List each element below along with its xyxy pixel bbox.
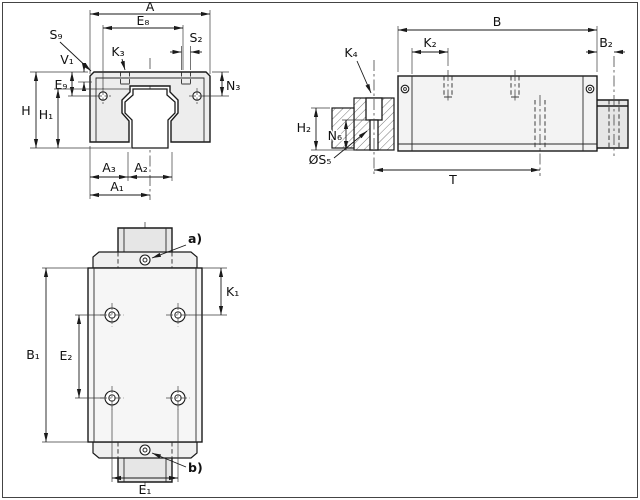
lube-port-left [400,84,410,94]
rail-plan-top [118,228,172,252]
dim-label-k1: K₁ [226,284,239,299]
dim-label-b2: B₂ [599,35,613,50]
dim-label-n6: N₆ [328,128,342,143]
dim-label-k2: K₂ [423,35,436,50]
dim-label-a: A [146,0,155,14]
grease-nipple-top [139,254,151,266]
front-view: A E₈ S₉ K₃ S₂ V₁ E₉ H H₁ [21,0,240,200]
dim-label-a3: A₃ [102,160,116,175]
seal-plate-contour [95,77,205,142]
callout-a: a) [188,231,202,246]
carriage-plan-body [87,267,203,443]
rail-profile [124,88,176,149]
dim-label-os5: ØS₅ [309,152,332,167]
dim-label-t: T [448,172,457,187]
dim-label-h1: H₁ [39,107,53,122]
dim-label-a2: A₂ [134,160,148,175]
dim-label-e2: E₂ [60,348,73,363]
grease-nipple-bottom [139,444,151,456]
dim-label-k3: K₃ [111,44,124,59]
dim-label-s2: S₂ [190,30,203,45]
dim-label-v1: V₁ [60,52,74,67]
dim-label-s9: S₉ [50,27,63,42]
side-view: B K₂ B₂ K₄ H₂ N₆ ØS₅ T [297,14,629,187]
dim-label-e8: E₈ [137,13,150,28]
lube-port-right [585,84,595,94]
dim-label-b1: B₁ [26,347,40,362]
dim-label-e1: E₁ [139,482,152,497]
rail-side-right [597,100,628,148]
dim-label-e9: E₉ [55,77,68,92]
dim-label-n3: N₃ [226,78,240,93]
dim-label-a1: A₁ [110,179,124,194]
clamp-section-hatched [331,107,355,149]
plan-view: B₁ E₂ K₁ E₁ a) b) [26,222,239,497]
dim-label-h: H [21,103,30,118]
callout-b: b) [188,460,203,475]
carriage-side-outline [397,75,598,152]
carriage-front-outline [89,71,211,143]
mounting-holes [100,303,190,410]
dim-label-k4: K₄ [344,45,357,60]
dim-label-h2: H₂ [297,120,311,135]
dim-label-b: B [493,14,502,29]
